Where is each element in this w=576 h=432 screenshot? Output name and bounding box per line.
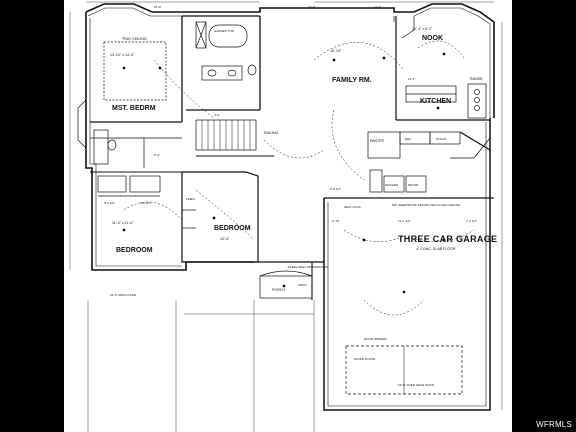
garage-wall-dim: 2'-6 1/2" (330, 187, 341, 191)
middle-bedroom-wall (181, 171, 259, 263)
garage-dim-left: 2'-10" (332, 219, 340, 223)
steel-wall-label: STEEL WALL OR WINDOWS (288, 265, 328, 269)
garage-label: THREE CAR GARAGE (398, 234, 497, 244)
bedroom-left-dims: 11'-4" x 11'-0" (112, 221, 134, 225)
arch-label: ARCH (298, 283, 307, 287)
top-dim-b: 13'-0" (308, 5, 316, 9)
pantry-label: PANTRY (370, 139, 385, 143)
garage-walls (323, 118, 491, 411)
garden-tub-label: GARDEN TUB (214, 29, 234, 33)
range-label: RANGE (470, 77, 483, 81)
garage-floor-label: 4" CONC. SLAB FLOOR (416, 247, 456, 251)
door-opener-label: DOOR OPENER (364, 337, 387, 341)
slope-floor-label: SLOPE FLOOR (354, 357, 376, 361)
floor-plan-drawing: MST. BEDRM TRAY CEILING 13'-10" x 14'-0"… (69, 1, 503, 432)
stair-dim: 4'-2" (214, 113, 220, 117)
garden-tub (208, 24, 248, 48)
mls-watermark: WFRMLS (536, 420, 572, 429)
washer (383, 175, 405, 193)
exterior-wall-top (85, 3, 495, 118)
stove-label: STOVE (436, 137, 446, 141)
garage-dim-mid: 11'-4 1/2" (398, 219, 410, 223)
master-bedroom-dims: 13'-10" x 14'-0" (110, 53, 135, 57)
bath-dim: 6'-0" (154, 153, 160, 157)
garage-dim-right: 7'-4 1/2" (466, 219, 477, 223)
dryer (405, 175, 427, 193)
kitchen-label: KITCHEN (420, 98, 451, 105)
porch-label: PORCH (272, 288, 285, 292)
self-closing-label: SELF CLOS. (344, 205, 362, 209)
linen-label: LINEN (186, 197, 195, 201)
pantry (367, 131, 401, 159)
tray-ceiling-outline (103, 41, 167, 101)
dryer-label: DRYER (408, 183, 419, 187)
ref-label: REF (405, 137, 411, 141)
bedroom-mid-dims: 10'-4" (220, 237, 230, 241)
closet-dim-a: 5'-6 1/2" (104, 201, 115, 205)
top-dim-a: 15'-0" (154, 5, 162, 9)
washer-label: WASHER (385, 183, 399, 187)
porch (259, 275, 313, 299)
kitchen-dims: 11'-4" (408, 77, 415, 81)
bedroom-left-label: BEDROOM (116, 247, 153, 254)
toilet (247, 64, 257, 76)
tray-ceiling-label: TRAY CEILING (122, 37, 147, 41)
master-bedroom-label: MST. BEDRM (112, 105, 156, 112)
overhead-door-label: 16'-8" OVER HEAD DOOR (398, 383, 435, 387)
family-room-label: FAMILY RM. (332, 77, 372, 84)
sheetrock-label: 5/8" SHEETROCK CEILING WALLS AND CEILING (392, 203, 461, 207)
nook-label: NOOK (422, 35, 443, 42)
arch-over-label: 10' 6" ARCH OVER (110, 293, 137, 297)
closet-dim-b: 4'-6 1/2" (140, 201, 151, 205)
railing-label: RAILING (264, 131, 279, 135)
bedroom-mid-label: BEDROOM (214, 225, 251, 232)
family-room-dims: 16'-10" (330, 49, 342, 53)
top-dim-c: 11'-2" (374, 5, 381, 9)
floor-plan-sheet: MST. BEDRM TRAY CEILING 13'-10" x 14'-0"… (64, 0, 512, 432)
nook-dims: 10'-4" x 6'-2" (412, 27, 433, 31)
